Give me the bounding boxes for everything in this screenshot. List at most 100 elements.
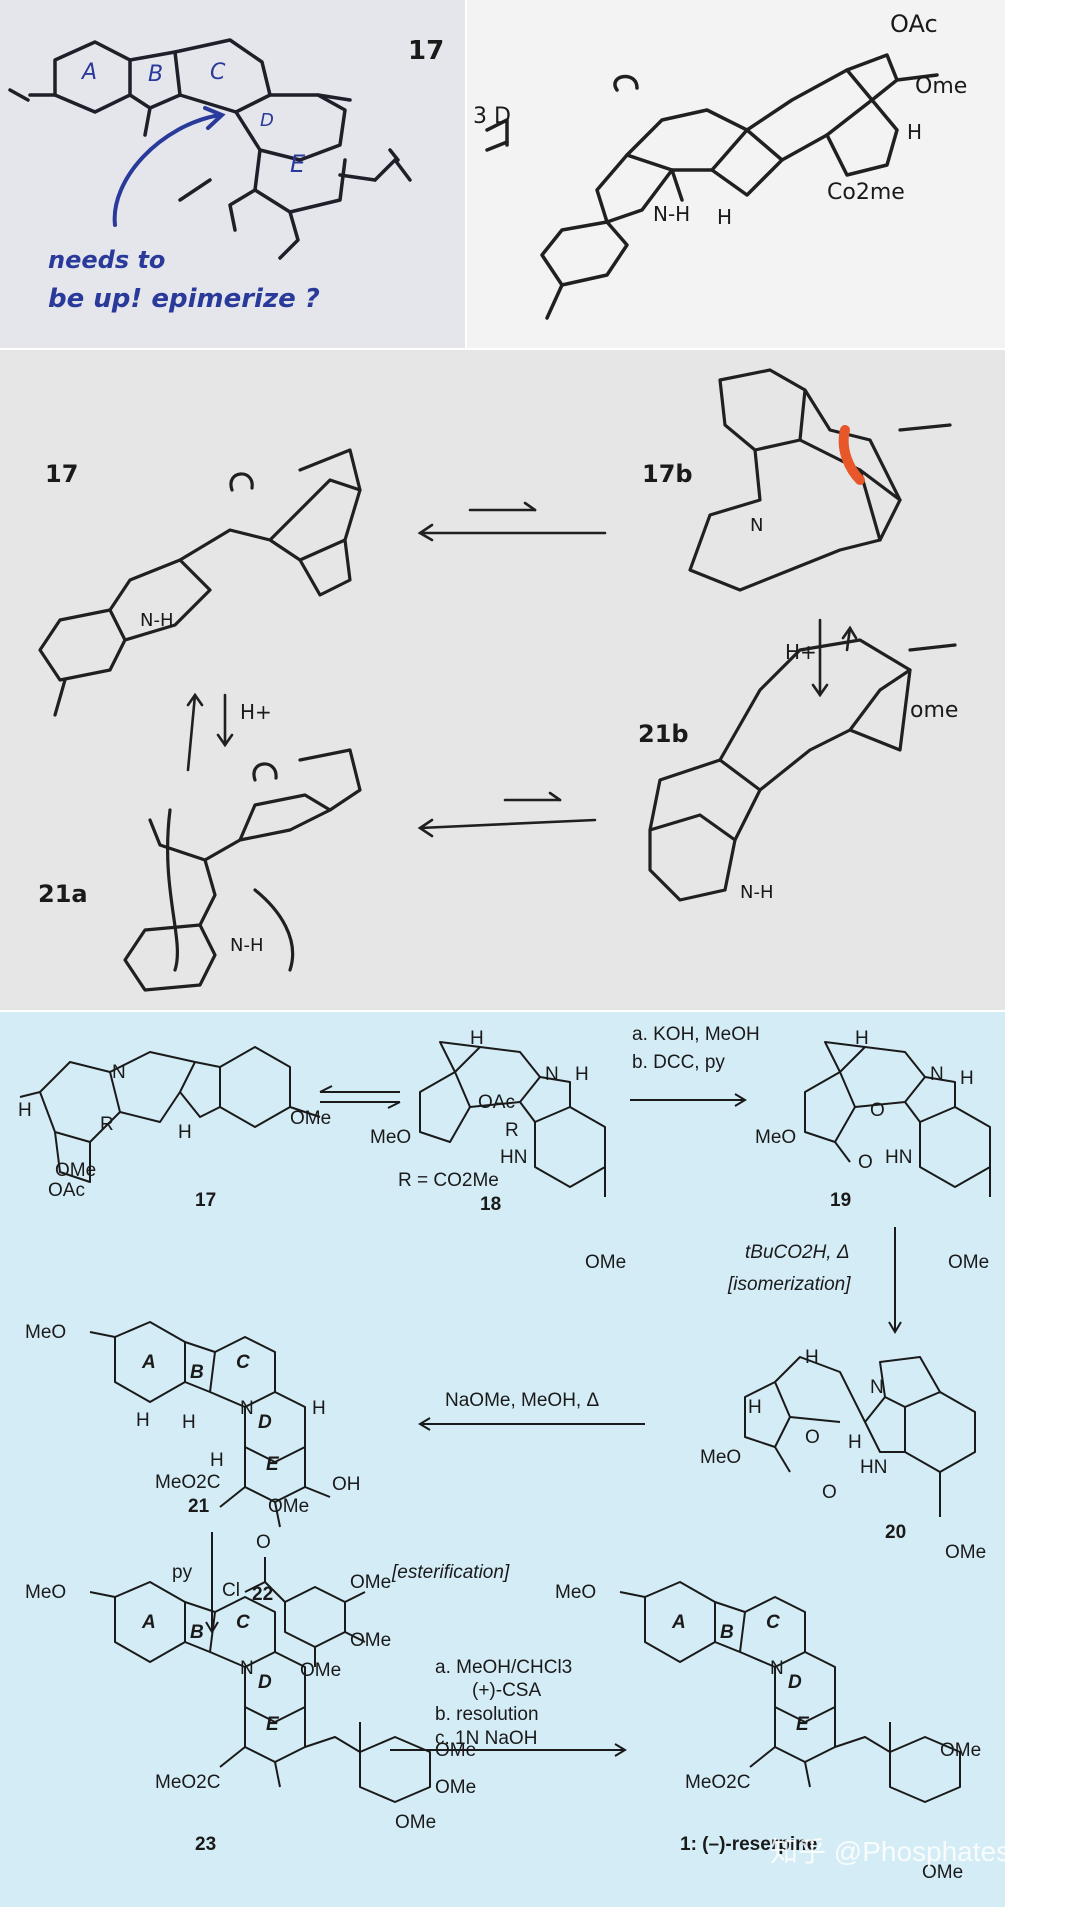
c18-h: H: [470, 1028, 484, 1049]
board2-ome: Ome: [915, 74, 968, 99]
board2-co2me: Co2me: [827, 180, 905, 205]
c18-nh-h: H: [575, 1064, 589, 1085]
scheme-compound-20: 20: [885, 1522, 907, 1543]
condition-step5-a: a. MeOH/CHCl3: [435, 1657, 573, 1678]
c21-ring-d: D: [258, 1412, 272, 1433]
c23-ring-e: E: [266, 1714, 279, 1735]
c23-ome3: OMe: [395, 1812, 437, 1833]
c19-meo: MeO: [755, 1127, 797, 1148]
c23-ring-b: B: [190, 1622, 204, 1643]
scheme-structures: [19, 1041, 991, 1803]
c21-ome: OMe: [268, 1496, 310, 1517]
board1-ring-e: E: [290, 150, 306, 178]
board1-ring-c: C: [210, 60, 226, 85]
c23-ring-d: D: [258, 1672, 272, 1693]
c1-n: N: [770, 1658, 784, 1679]
c20-o: O: [805, 1427, 820, 1448]
c17-ome2: OMe: [55, 1160, 97, 1181]
c19-hn: HN: [885, 1147, 913, 1168]
c18-hn: HN: [500, 1147, 528, 1168]
structure-17-3d-sketch: [485, 53, 939, 320]
c22-o: O: [256, 1532, 271, 1553]
condition-step1-b: b. DCC, py: [632, 1052, 725, 1073]
c22-ome3: OMe: [300, 1660, 342, 1681]
c22-ome1: OMe: [350, 1572, 392, 1593]
board1-note-line1: needs to: [48, 246, 166, 274]
c1-ome1: OMe: [940, 1740, 982, 1761]
c18-meo: MeO: [370, 1127, 412, 1148]
board2-label-3d: 3 D: [473, 104, 511, 129]
c18-oac: OAc: [478, 1092, 515, 1113]
c19-n: N: [930, 1064, 944, 1085]
c18-n: N: [545, 1064, 559, 1085]
board3-label-17: 17: [45, 460, 79, 488]
c21-h1: H: [182, 1412, 196, 1433]
c17-oac: OAc: [48, 1180, 85, 1201]
condition-step2: tBuCO2H, Δ: [745, 1242, 850, 1263]
scheme-compound-17: 17: [195, 1190, 217, 1211]
board3-nh-21a: N-H: [230, 935, 264, 956]
structure-17-sketch: [8, 38, 412, 260]
c21-ring-b: B: [190, 1362, 204, 1383]
c20-h2: H: [748, 1397, 762, 1418]
condition-step4: py: [172, 1562, 193, 1583]
c21-h2: H: [312, 1398, 326, 1419]
c20-ome: OMe: [945, 1542, 987, 1563]
c22-ome2: OMe: [350, 1630, 392, 1651]
condition-step5-c: c. 1N NaOH: [435, 1728, 538, 1749]
board2-h2: H: [717, 205, 733, 229]
board3-nh-17: N-H: [140, 610, 174, 631]
board3-label-21b: 21b: [638, 720, 689, 748]
condition-step3: NaOMe, MeOH, Δ: [445, 1390, 600, 1411]
c19-h: H: [855, 1028, 869, 1049]
c17-nh: H: [178, 1122, 192, 1143]
scheme-compound-19: 19: [830, 1190, 852, 1211]
c20-h3: H: [848, 1432, 862, 1453]
c19-o2: O: [858, 1152, 873, 1173]
c22-cl: Cl: [222, 1580, 240, 1601]
scheme-compound-21: 21: [188, 1496, 210, 1517]
c21-oh: OH: [332, 1474, 361, 1495]
c23-ome2: OMe: [435, 1777, 477, 1798]
board3-label-21a: 21a: [38, 880, 88, 908]
c23-ring-a: A: [142, 1612, 156, 1633]
condition-step2-note: [isomerization]: [728, 1274, 851, 1295]
c23-meo: MeO: [25, 1582, 67, 1603]
c17-h: H: [18, 1100, 32, 1121]
c1-ring-b: B: [720, 1622, 734, 1643]
c1-ring-c: C: [766, 1612, 780, 1633]
c1-meo2c: MeO2C: [685, 1772, 751, 1793]
board3-nh-21b: N-H: [740, 882, 774, 903]
board3-n-17b: N: [750, 515, 764, 536]
conformer-sketches: [38, 368, 957, 992]
board1-note-line2: be up! epimerize ?: [48, 284, 320, 314]
c17-ome: OMe: [290, 1108, 332, 1129]
board2-nh: N-H: [653, 202, 691, 226]
condition-step4-note: [esterification]: [392, 1562, 510, 1583]
whiteboard-photo-17-2d: 17 A B C D E needs to be up! epimerize ?: [0, 0, 465, 348]
board1-ring-a: A: [82, 60, 98, 85]
c21-ring-e: E: [266, 1454, 279, 1475]
condition-step5-b: b. resolution: [435, 1704, 539, 1725]
board2-h: H: [907, 120, 923, 144]
c19-ome: OMe: [948, 1252, 990, 1273]
c23-ring-c: C: [236, 1612, 250, 1633]
c18-ome: OMe: [585, 1252, 627, 1273]
c20-o2: O: [822, 1482, 837, 1503]
c21-nh: H: [136, 1410, 150, 1431]
c21-ring-a: A: [142, 1352, 156, 1373]
c17-n: N: [112, 1062, 126, 1083]
c21-h3: H: [210, 1450, 224, 1471]
c19-o: O: [870, 1100, 885, 1121]
c1-ring-e: E: [796, 1714, 809, 1735]
c17-r: R: [100, 1114, 114, 1135]
c23-n: N: [240, 1658, 254, 1679]
c1-ring-d: D: [788, 1672, 802, 1693]
board1-ring-b: B: [148, 62, 164, 87]
c1-ome2: OMe: [922, 1862, 964, 1883]
condition-step1-a: a. KOH, MeOH: [632, 1024, 760, 1045]
c21-ring-c: C: [236, 1352, 250, 1373]
board3-label-17b: 17b: [642, 460, 693, 488]
c21-meo2c: MeO2C: [155, 1472, 221, 1493]
c20-meo: MeO: [700, 1447, 742, 1468]
